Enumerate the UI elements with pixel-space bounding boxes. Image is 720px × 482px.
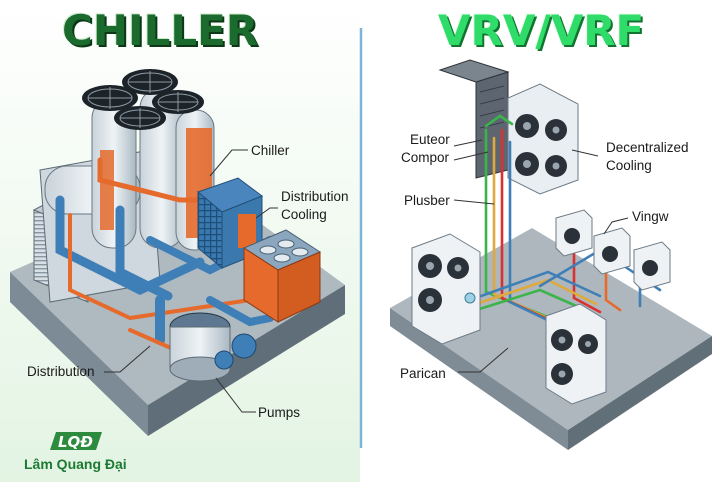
fan-icon bbox=[82, 85, 138, 111]
label-pumps: Pumps bbox=[258, 405, 301, 420]
lqd-logo-icon: LQĐ bbox=[50, 432, 102, 451]
fan-icon bbox=[122, 69, 178, 95]
fan-icon bbox=[114, 106, 166, 130]
label-vingw: Vingw bbox=[632, 209, 669, 224]
pump-motor bbox=[231, 333, 257, 359]
label-parican: Parican bbox=[400, 366, 446, 381]
fan-icon bbox=[418, 254, 442, 278]
vrv-system-illustration bbox=[390, 59, 712, 450]
chiller-floor-front bbox=[10, 272, 148, 436]
fan-icon bbox=[515, 114, 539, 138]
label-decentralized: Decentralized bbox=[606, 140, 689, 155]
chiller-leader-lines bbox=[104, 149, 278, 413]
pump-motor-2 bbox=[214, 350, 234, 370]
outdoor-unit-large bbox=[411, 233, 481, 345]
fan-icon bbox=[551, 329, 573, 351]
orange-connector bbox=[238, 214, 256, 248]
label-distribution: Distribution bbox=[27, 364, 95, 379]
fan-icon bbox=[578, 334, 598, 354]
tank-orange-panel-2 bbox=[100, 150, 114, 230]
outdoor-unit-decentralized bbox=[507, 83, 579, 195]
label-plusber: Plusber bbox=[404, 193, 450, 208]
fan-icon bbox=[545, 155, 567, 177]
outdoor-unit-bottom bbox=[545, 303, 607, 405]
indoor-unit-3 bbox=[633, 241, 671, 291]
vrv-floor-side bbox=[568, 336, 712, 450]
chiller-pipes bbox=[55, 157, 274, 354]
label-cooling: Cooling bbox=[606, 158, 652, 173]
label-compor: Compor bbox=[401, 150, 450, 165]
vrv-floor-front bbox=[390, 308, 568, 450]
label-distribution-cooling-line1: Distribution bbox=[281, 189, 349, 204]
fan-icon bbox=[418, 288, 442, 312]
label-distribution-cooling-line2: Cooling bbox=[281, 207, 327, 222]
outdoor-unit-dark-side bbox=[438, 59, 510, 83]
fan-icon bbox=[447, 257, 469, 279]
chiller-title: CHILLER bbox=[62, 6, 259, 55]
vrv-leader-lines bbox=[453, 139, 629, 373]
indoor-unit-2 bbox=[593, 227, 631, 275]
chiller-floor-side bbox=[148, 285, 345, 436]
fan-icon bbox=[551, 363, 573, 385]
fan-icon bbox=[545, 119, 567, 141]
cooling-tower-side bbox=[277, 251, 321, 323]
indoor-unit-1 bbox=[555, 209, 593, 257]
label-chiller: Chiller bbox=[251, 143, 290, 158]
outdoor-unit-dark-grille bbox=[479, 85, 505, 129]
fan-icon bbox=[152, 90, 204, 114]
logo-name: Lâm Quang Đại bbox=[24, 456, 127, 472]
fan-icon bbox=[515, 152, 539, 176]
vrv-title: VRV/VRF bbox=[438, 6, 645, 55]
chiller-plant-illustration bbox=[10, 69, 345, 436]
label-euteor: Euteor bbox=[410, 132, 450, 147]
outdoor-unit-valve bbox=[464, 292, 476, 304]
cooling-tower-fans bbox=[259, 239, 309, 263]
logo-mark: LQĐ bbox=[58, 433, 93, 451]
